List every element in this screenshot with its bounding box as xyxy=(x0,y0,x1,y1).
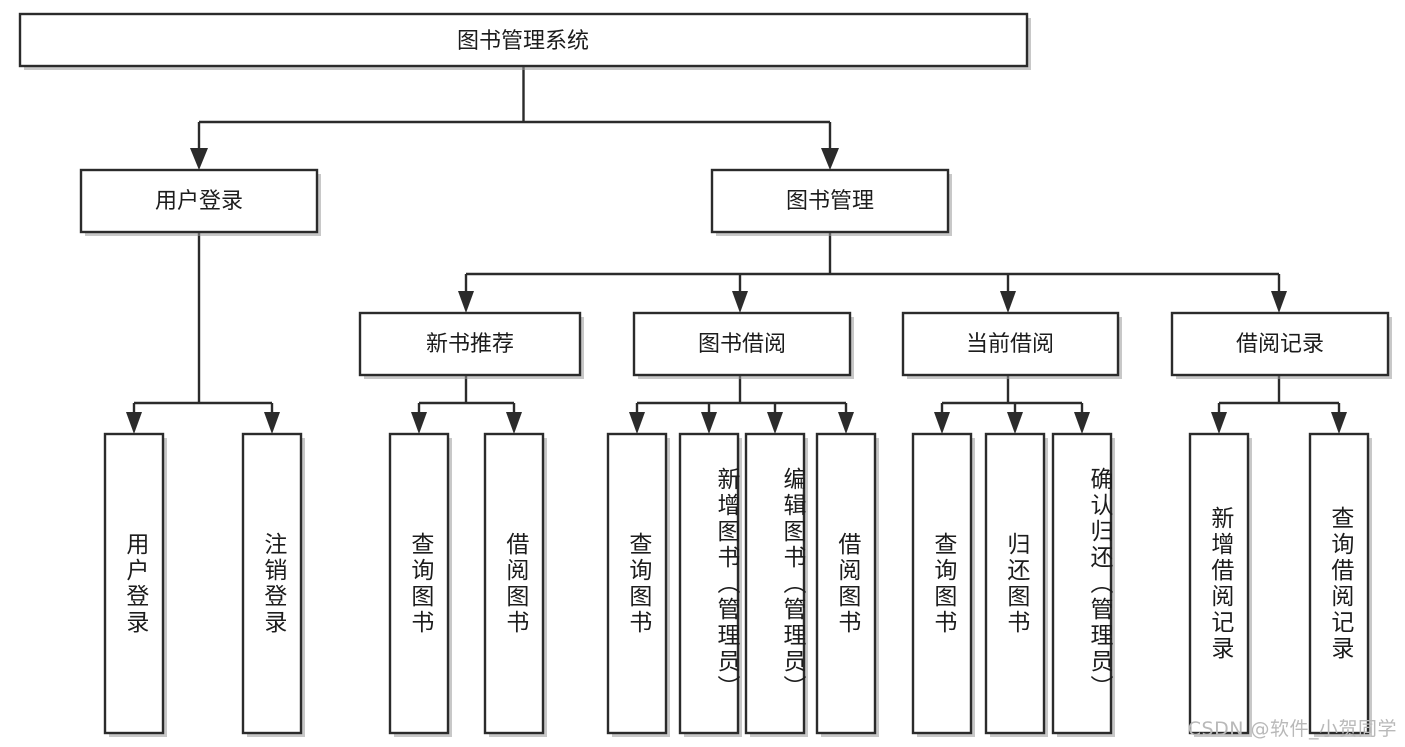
node-leaf-borrow-book-2[interactable] xyxy=(815,432,879,737)
nodes-layer: 图书管理系统 用户登录 图书管理 新书推荐 xyxy=(18,12,1392,737)
node-leaf-user-login-box xyxy=(103,432,165,735)
node-leaf-logout-box xyxy=(241,432,303,735)
arrowhead-leaf-borrow-book-2 xyxy=(838,412,854,434)
node-borrow-record-box xyxy=(1170,311,1390,377)
arrowhead-user-login xyxy=(190,148,208,170)
node-leaf-query-book-1-box xyxy=(388,432,450,735)
node-current-borrow-box xyxy=(901,311,1120,377)
arrowhead-borrow-record xyxy=(1271,291,1287,313)
node-root-box xyxy=(18,12,1029,68)
arrowhead-leaf-return-book xyxy=(1007,412,1023,434)
node-book-borrow-box xyxy=(632,311,852,377)
arrowhead-book-manage xyxy=(821,148,839,170)
watermark-text: CSDN @软件_小贺同学 xyxy=(1187,718,1397,740)
node-current-borrow-label: 当前借阅 xyxy=(966,332,1054,357)
node-leaf-query-book-1[interactable] xyxy=(388,432,452,737)
node-leaf-return-book[interactable] xyxy=(984,432,1048,737)
node-user-login-box xyxy=(79,168,319,234)
arrowhead-leaf-query-record xyxy=(1331,412,1347,434)
arrowhead-leaf-confirm-return xyxy=(1074,412,1090,434)
node-user-login[interactable]: 用户登录 xyxy=(79,168,321,236)
node-root[interactable]: 图书管理系统 xyxy=(18,12,1031,70)
arrowhead-leaf-user-login xyxy=(126,412,142,434)
node-leaf-add-book[interactable] xyxy=(678,432,742,737)
node-leaf-query-record-box xyxy=(1308,432,1370,735)
node-leaf-add-record-box xyxy=(1188,432,1250,735)
node-leaf-query-book-2-box xyxy=(606,432,668,735)
node-book-borrow-label: 图书借阅 xyxy=(698,332,786,357)
arrowhead-leaf-query-book-3 xyxy=(934,412,950,434)
arrowhead-leaf-edit-book xyxy=(767,412,783,434)
node-leaf-borrow-book-1[interactable] xyxy=(483,432,547,737)
node-leaf-confirm-return-box xyxy=(1051,432,1113,735)
node-new-book-rec[interactable]: 新书推荐 xyxy=(358,311,584,379)
node-book-manage[interactable]: 图书管理 xyxy=(710,168,952,236)
node-leaf-return-book-box xyxy=(984,432,1046,735)
arrowhead-leaf-query-book-1 xyxy=(411,412,427,434)
node-book-borrow[interactable]: 图书借阅 xyxy=(632,311,854,379)
node-root-label: 图书管理系统 xyxy=(457,29,589,54)
arrowhead-leaf-add-record xyxy=(1211,412,1227,434)
node-borrow-record[interactable]: 借阅记录 xyxy=(1170,311,1392,379)
arrowhead-leaf-borrow-book-1 xyxy=(506,412,522,434)
arrowhead-book-borrow xyxy=(732,291,748,313)
node-user-login-label: 用户登录 xyxy=(155,189,243,214)
leaf-boxes-layer xyxy=(103,432,1372,737)
node-leaf-add-book-box xyxy=(678,432,740,735)
node-leaf-edit-book[interactable] xyxy=(744,432,808,737)
arrowhead-current-borrow xyxy=(1000,291,1016,313)
node-leaf-query-record[interactable] xyxy=(1308,432,1372,737)
node-current-borrow[interactable]: 当前借阅 xyxy=(901,311,1122,379)
node-new-book-rec-label: 新书推荐 xyxy=(426,332,514,357)
node-new-book-rec-box xyxy=(358,311,582,377)
arrowhead-leaf-logout xyxy=(264,412,280,434)
node-leaf-logout[interactable] xyxy=(241,432,305,737)
node-leaf-edit-book-box xyxy=(744,432,806,735)
arrowhead-leaf-query-book-2 xyxy=(629,412,645,434)
node-leaf-query-book-3[interactable] xyxy=(911,432,975,737)
connectors-layer xyxy=(126,66,1347,434)
node-borrow-record-label: 借阅记录 xyxy=(1236,332,1324,357)
node-book-manage-box xyxy=(710,168,950,234)
node-leaf-add-record[interactable] xyxy=(1188,432,1252,737)
node-leaf-borrow-book-1-box xyxy=(483,432,545,735)
arrowhead-new-book-rec xyxy=(458,291,474,313)
node-leaf-confirm-return[interactable] xyxy=(1051,432,1115,737)
node-leaf-query-book-3-box xyxy=(911,432,973,735)
arrowhead-leaf-add-book xyxy=(701,412,717,434)
node-leaf-query-book-2[interactable] xyxy=(606,432,670,737)
node-leaf-user-login[interactable] xyxy=(103,432,167,737)
node-leaf-borrow-book-2-box xyxy=(815,432,877,735)
node-book-manage-label: 图书管理 xyxy=(786,189,874,214)
